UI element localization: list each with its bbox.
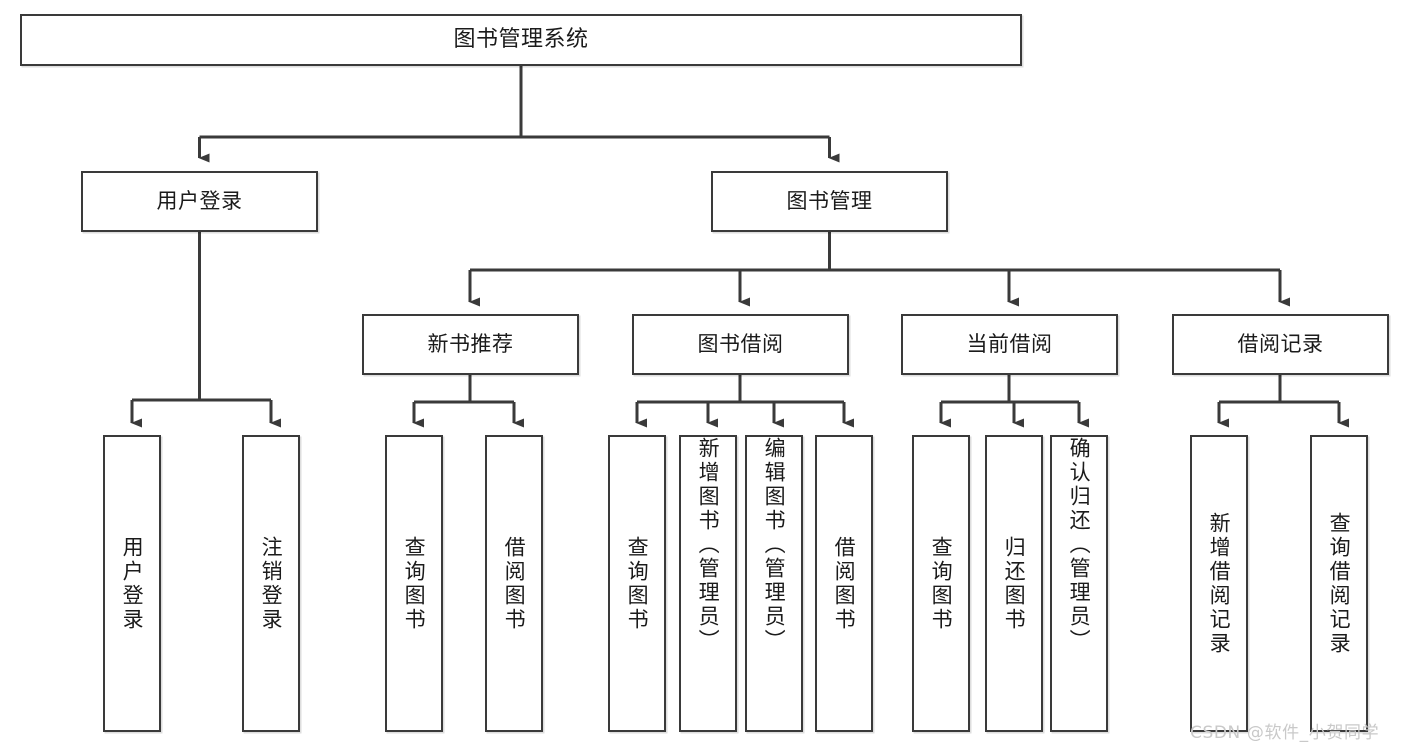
node-leaf-7[interactable]: 借阅图书 <box>815 435 873 732</box>
node-leaf-12-label: 查询借阅记录 <box>1327 511 1352 656</box>
node-level3-2-label: 当前借阅 <box>966 332 1053 357</box>
node-leaf-9-label: 归还图书 <box>1002 535 1027 632</box>
node-level2-1-label: 图书管理 <box>786 189 873 214</box>
watermark: CSDN @软件_小贺同学 <box>1190 723 1380 743</box>
node-level3-1-label: 图书借阅 <box>697 332 784 357</box>
node-leaf-12[interactable]: 查询借阅记录 <box>1310 435 1368 732</box>
node-leaf-2[interactable]: 查询图书 <box>385 435 443 732</box>
node-leaf-8[interactable]: 查询图书 <box>912 435 970 732</box>
node-leaf-1[interactable]: 注销登录 <box>242 435 300 732</box>
node-root-system[interactable]: 图书管理系统 <box>20 14 1022 66</box>
node-leaf-10[interactable]: 确认归还（管理员） <box>1050 435 1108 732</box>
node-leaf-10-label: 确认归还（管理员） <box>1067 437 1092 653</box>
node-level2-0-label: 用户登录 <box>156 189 243 214</box>
node-leaf-3[interactable]: 借阅图书 <box>485 435 543 732</box>
node-level3-1[interactable]: 图书借阅 <box>632 314 849 375</box>
node-leaf-0-label: 用户登录 <box>120 535 145 632</box>
node-level3-2[interactable]: 当前借阅 <box>901 314 1118 375</box>
node-leaf-6[interactable]: 编辑图书（管理员） <box>745 435 803 732</box>
node-leaf-5[interactable]: 新增图书（管理员） <box>679 435 737 732</box>
node-leaf-0[interactable]: 用户登录 <box>103 435 161 732</box>
node-leaf-5-label: 新增图书（管理员） <box>696 437 721 653</box>
node-level3-3[interactable]: 借阅记录 <box>1172 314 1389 375</box>
node-level2-1[interactable]: 图书管理 <box>711 171 948 232</box>
node-level3-0[interactable]: 新书推荐 <box>362 314 579 375</box>
node-leaf-7-label: 借阅图书 <box>832 535 857 632</box>
node-level2-0[interactable]: 用户登录 <box>81 171 318 232</box>
node-leaf-8-label: 查询图书 <box>929 535 954 632</box>
node-leaf-11[interactable]: 新增借阅记录 <box>1190 435 1248 732</box>
node-leaf-4[interactable]: 查询图书 <box>608 435 666 732</box>
node-leaf-4-label: 查询图书 <box>625 535 650 632</box>
node-leaf-1-label: 注销登录 <box>259 535 284 632</box>
node-leaf-11-label: 新增借阅记录 <box>1207 511 1232 656</box>
node-level3-3-label: 借阅记录 <box>1237 332 1324 357</box>
node-root-label: 图书管理系统 <box>453 27 589 53</box>
node-leaf-2-label: 查询图书 <box>402 535 427 632</box>
node-leaf-3-label: 借阅图书 <box>502 535 527 632</box>
node-level3-0-label: 新书推荐 <box>427 332 514 357</box>
node-leaf-9[interactable]: 归还图书 <box>985 435 1043 732</box>
node-leaf-6-label: 编辑图书（管理员） <box>762 437 787 653</box>
